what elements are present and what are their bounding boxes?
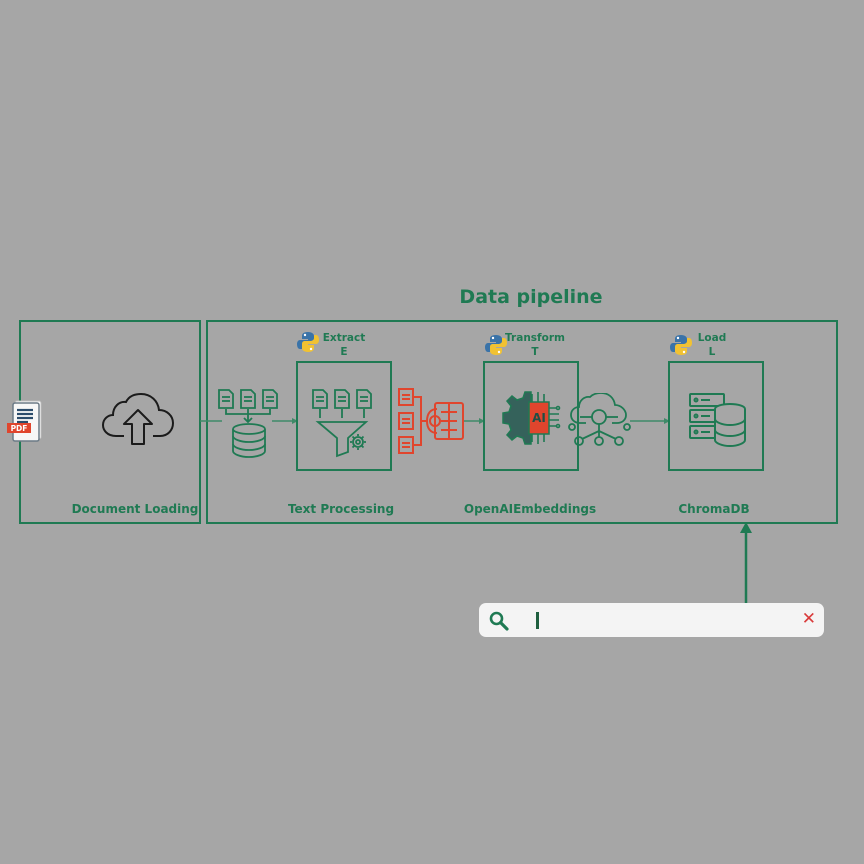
search-input[interactable] — [543, 611, 783, 629]
diagram-title: Data pipeline — [459, 286, 603, 308]
search-bar[interactable]: ✕ — [479, 603, 824, 637]
embeddings-caption: OpenAIEmbeddings — [463, 502, 597, 516]
filter-gear-icon — [312, 389, 372, 458]
ai-chip-icon: AI — [502, 391, 561, 445]
text-cursor — [536, 612, 539, 629]
python-icon — [485, 335, 507, 355]
documents-to-database-icon — [218, 389, 278, 458]
ai-chip-label: AI — [532, 411, 546, 425]
python-icon — [670, 335, 692, 355]
load-step-name: Load — [697, 332, 727, 344]
database-server-icon — [689, 393, 746, 448]
cloud-network-icon — [568, 393, 631, 446]
cloud-upload-icon — [101, 392, 175, 445]
embeddings-box — [483, 361, 579, 471]
pipeline-panel — [206, 320, 838, 524]
chunk-split-icon — [398, 388, 464, 454]
query-arrow-head — [740, 522, 752, 533]
document-loading-caption: Document Loading — [71, 502, 199, 516]
pdf-badge: PDF — [11, 424, 28, 433]
extract-step-letter: E — [340, 346, 348, 358]
vector-store-box — [668, 361, 764, 471]
python-icon — [297, 332, 319, 352]
load-step-letter: L — [708, 346, 716, 358]
transform-step-letter: T — [531, 346, 539, 358]
pdf-file-icon: PDF — [7, 400, 42, 442]
text-processing-caption: Text Processing — [287, 502, 395, 516]
search-icon[interactable] — [488, 610, 510, 632]
vector-store-caption: ChromaDB — [678, 502, 750, 516]
transform-step-name: Transform — [505, 332, 565, 344]
clear-icon[interactable]: ✕ — [801, 609, 816, 628]
extract-step-name: Extract — [322, 332, 366, 344]
text-processing-box — [296, 361, 392, 471]
